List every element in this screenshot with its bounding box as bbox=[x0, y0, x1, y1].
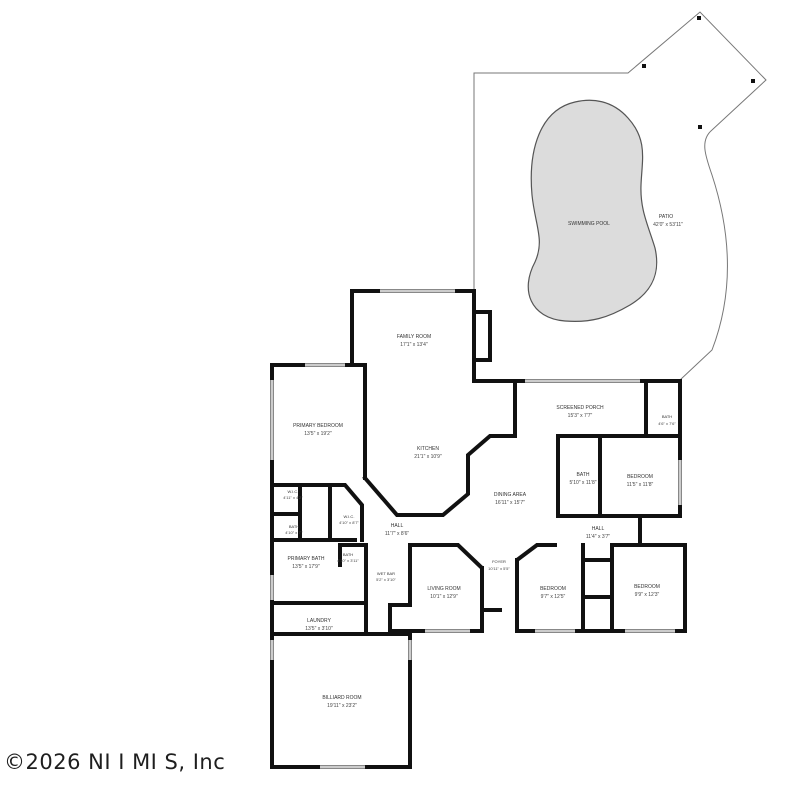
foyer-dims: 10'11" x 5'5" bbox=[488, 566, 510, 571]
bath-wetbar-name: BATH bbox=[343, 552, 353, 557]
family-room-name: FAMILY ROOM bbox=[397, 334, 431, 340]
wet-bar-name: WET BAR bbox=[377, 571, 395, 576]
primary-bedroom-name: PRIMARY BEDROOM bbox=[293, 423, 343, 429]
billiard-room-name: BILLIARD ROOM bbox=[322, 695, 361, 701]
family-room-dims: 17'1" x 13'4" bbox=[400, 342, 428, 348]
porch-bath-dims: 4'6" x 7'6" bbox=[658, 421, 676, 426]
swimming-pool bbox=[527, 99, 658, 323]
dining-name: DINING AREA bbox=[494, 492, 527, 498]
bath-hall-dims: 5'10" x 11'8" bbox=[569, 480, 596, 486]
kitchen-dims: 21'1" x 10'9" bbox=[414, 454, 442, 460]
wic-hall-name: W.I.C. bbox=[344, 514, 355, 519]
bedroom-south-dims: 9'7" x 12'5" bbox=[541, 594, 566, 600]
hall-east-name: HALL bbox=[592, 526, 605, 532]
patio-dims: 42'0" x 53'11" bbox=[653, 222, 683, 228]
dining-dims: 16'11" x 15'7" bbox=[495, 500, 525, 506]
patio-posts bbox=[642, 16, 755, 129]
wic-hall-dims: 4'10" x 8'7" bbox=[339, 520, 359, 525]
bedroom-southeast-name: BEDROOM bbox=[634, 584, 660, 590]
hall-west-name: HALL bbox=[391, 523, 404, 529]
wet-bar-dims: 5'2" x 3'10" bbox=[376, 577, 396, 582]
patio-name: PATIO bbox=[659, 214, 673, 220]
porch-bath-name: BATH bbox=[662, 414, 672, 419]
copyright-watermark: ©2026 NI I MI S, Inc bbox=[4, 750, 226, 774]
primary-bath-dims: 13'5" x 17'9" bbox=[292, 564, 320, 570]
room-labels: PATIO 42'0" x 53'11" SWIMMING POOL FAMIL… bbox=[283, 214, 683, 709]
hall-west-dims: 11'7" x 8'6" bbox=[385, 531, 409, 537]
billiard-room-dims: 19'11" x 23'2" bbox=[327, 703, 357, 709]
bath-small-name: BATH bbox=[289, 524, 299, 529]
kitchen-name: KITCHEN bbox=[417, 446, 439, 452]
wic-primary-name: W.I.C. bbox=[288, 489, 299, 494]
patio-outline bbox=[473, 11, 767, 381]
living-room-dims: 10'1" x 12'9" bbox=[430, 594, 458, 600]
primary-bath-name: PRIMARY BATH bbox=[288, 556, 325, 562]
bedroom-east-dims: 11'5" x 11'8" bbox=[627, 482, 654, 488]
windows bbox=[270, 289, 682, 769]
laundry-dims: 13'5" x 3'10" bbox=[305, 626, 333, 632]
pool-name: SWIMMING POOL bbox=[568, 221, 610, 227]
bath-small-dims: 4'10" x 7'" bbox=[285, 530, 303, 535]
walls bbox=[270, 289, 687, 769]
bedroom-southeast-dims: 9'9" x 12'3" bbox=[635, 592, 660, 598]
wic-primary-dims: 4'11" x 4'2" bbox=[283, 495, 303, 500]
living-room-name: LIVING ROOM bbox=[427, 586, 460, 592]
laundry-name: LAUNDRY bbox=[307, 618, 331, 624]
hall-east-dims: 11'4" x 3'7" bbox=[586, 534, 610, 540]
bath-hall-name: BATH bbox=[577, 472, 590, 478]
screened-porch-name: SCREENED PORCH bbox=[556, 405, 604, 411]
bath-wetbar-dims: 4'10" x 3'11" bbox=[337, 558, 359, 563]
screened-porch-dims: 15'3" x 7'7" bbox=[568, 413, 593, 419]
foyer-name: FOYER bbox=[492, 559, 506, 564]
bedroom-south-name: BEDROOM bbox=[540, 586, 566, 592]
primary-bedroom-dims: 13'5" x 19'2" bbox=[304, 431, 332, 437]
bedroom-east-name: BEDROOM bbox=[627, 474, 653, 480]
